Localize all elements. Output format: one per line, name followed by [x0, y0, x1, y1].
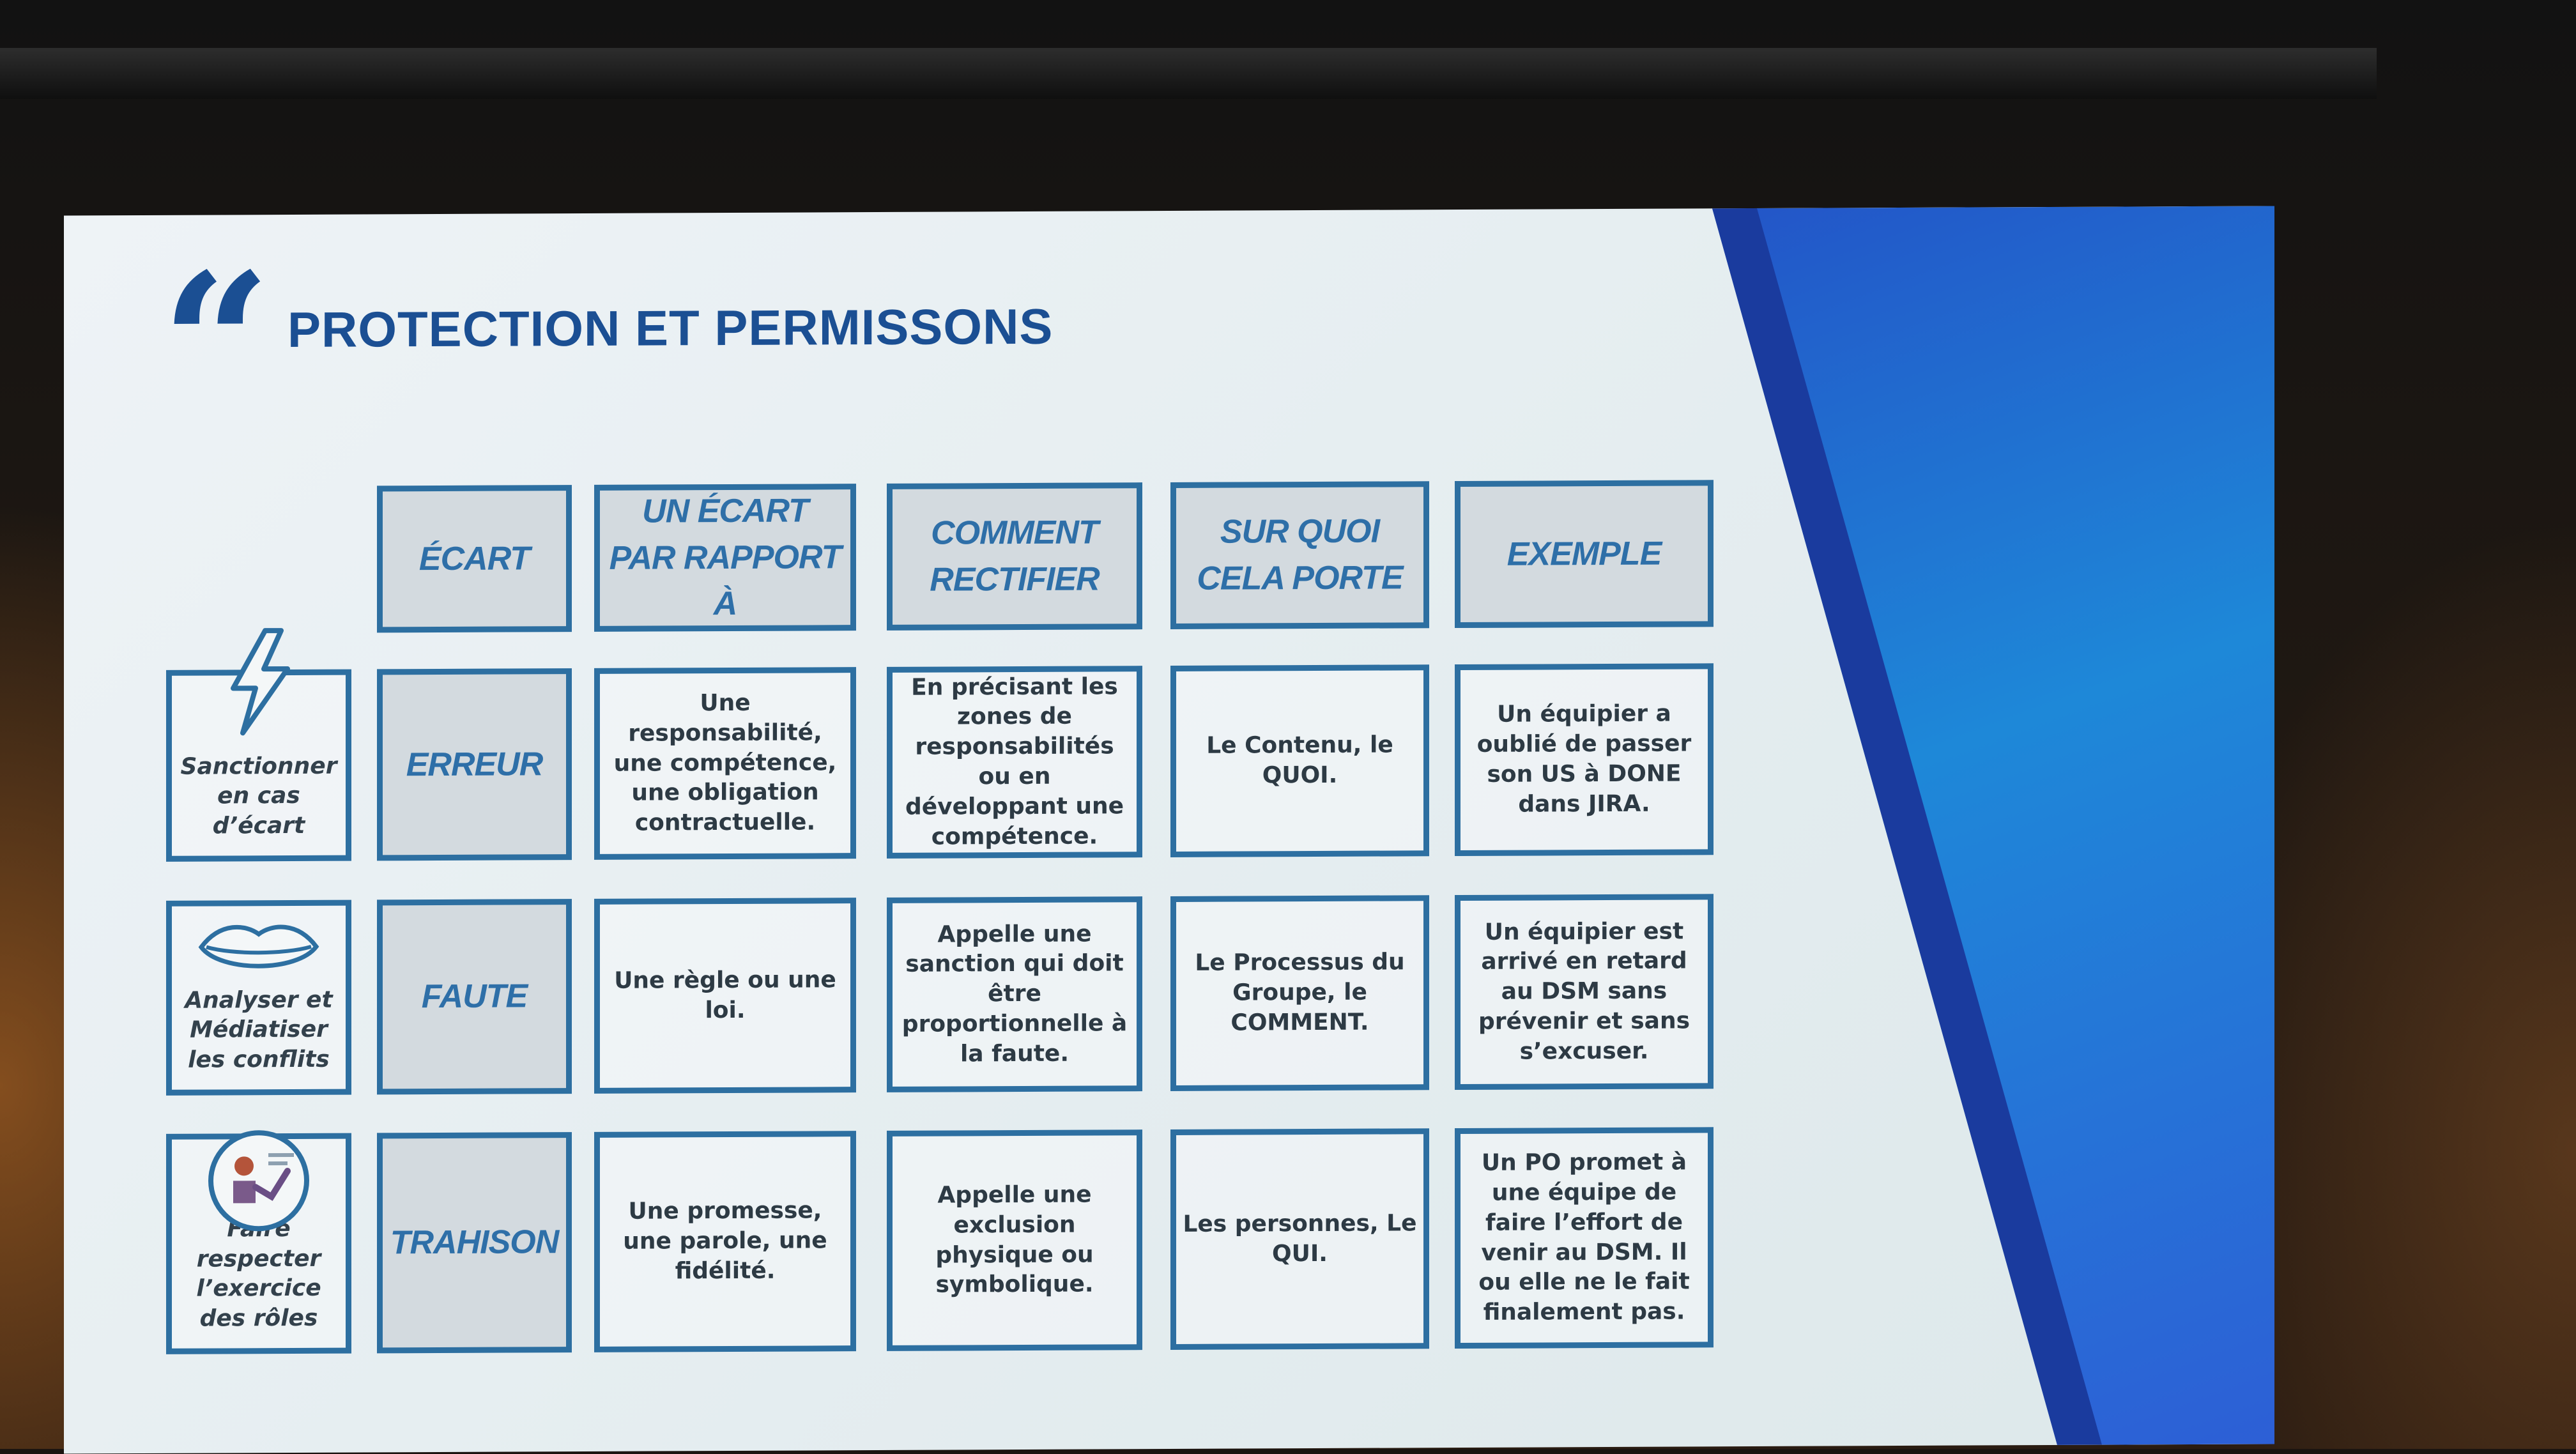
lips-icon: [198, 924, 319, 968]
person-role-icon: [208, 1130, 309, 1232]
cell-text: Un équipier a oublié de passer son US à …: [1476, 700, 1692, 818]
cell-text: Le Contenu, le QUOI.: [1206, 731, 1393, 789]
header-label: UN ÉCART PAR RAPPORT À: [609, 492, 841, 623]
cell-text: Une promesse, une parole, une fidélité.: [623, 1197, 827, 1285]
lightning-icon: [231, 628, 290, 736]
quote-mark-icon: “: [161, 231, 272, 457]
cell-text: Les personnes, Le QUI.: [1183, 1210, 1417, 1267]
keyword-text: TRAHISON: [390, 1223, 559, 1262]
cell-text: Un équipier est arrivé en retard au DSM …: [1478, 917, 1690, 1065]
cell-erreur-ecart: Une responsabilité, une compétence, une …: [594, 667, 856, 860]
header-ecart-par-rapport: UN ÉCART PAR RAPPORT À: [594, 484, 856, 632]
projector-screen-frame: [0, 48, 2377, 99]
keyword-trahison: TRAHISON: [377, 1132, 572, 1354]
row-label-sanctionner: Sanctionner en cas d’écart: [166, 628, 351, 862]
cell-faute-ecart: Une règle ou une loi.: [594, 898, 856, 1094]
keyword-faute: FAUTE: [377, 899, 572, 1095]
cell-text: Une responsabilité, une compétence, une …: [613, 689, 837, 836]
cell-faute-exemple: Un équipier est arrivé en retard au DSM …: [1455, 894, 1713, 1090]
cell-text: Un PO promet à une équipe de faire l’eff…: [1478, 1149, 1690, 1326]
header-label: SUR QUOI CELA PORTE: [1197, 512, 1403, 597]
presentation-slide: “ PROTECTION ET PERMISSONS ÉCART UN ÉCAR…: [64, 206, 2274, 1454]
header-sur-quoi: SUR QUOI CELA PORTE: [1170, 481, 1429, 629]
cell-text: Appelle une exclusion physique ou symbol…: [935, 1181, 1094, 1298]
cell-faute-rectifier: Appelle une sanction qui doit être propo…: [887, 896, 1142, 1092]
header-ecart: ÉCART: [377, 485, 572, 633]
header-label: ÉCART: [418, 539, 530, 578]
slide-title: PROTECTION ET PERMISSONS: [288, 298, 1054, 358]
cell-erreur-exemple: Un équipier a oublié de passer son US à …: [1455, 663, 1713, 857]
cell-erreur-rectifier: En précisant les zones de responsabilité…: [887, 666, 1142, 859]
cell-trahison-ecart: Une promesse, une parole, une fidélité.: [594, 1131, 856, 1352]
cell-erreur-porte: Le Contenu, le QUOI.: [1170, 664, 1429, 857]
row-label-analyser: Analyser et Médiatiser les conflits: [166, 899, 351, 1096]
cell-text: Le Processus du Groupe, le COMMENT.: [1195, 949, 1405, 1036]
cell-trahison-porte: Les personnes, Le QUI.: [1170, 1128, 1429, 1350]
header-label: EXEMPLE: [1506, 535, 1662, 573]
keyword-erreur: ERREUR: [377, 668, 572, 861]
cell-trahison-rectifier: Appelle une exclusion physique ou symbol…: [887, 1129, 1142, 1351]
header-comment-rectifier: COMMENT RECTIFIER: [887, 482, 1142, 631]
row-label-faire-respecter: Faire respecter l’exercice des rôles: [166, 1130, 351, 1354]
cell-faute-porte: Le Processus du Groupe, le COMMENT.: [1170, 895, 1429, 1091]
header-label: COMMENT RECTIFIER: [930, 514, 1100, 599]
cell-text: Appelle une sanction qui doit être propo…: [901, 921, 1128, 1068]
cell-text: En précisant les zones de responsabilité…: [905, 673, 1124, 850]
keyword-text: ERREUR: [406, 745, 543, 783]
row-label-text: Sanctionner en cas d’écart: [180, 753, 337, 839]
keyword-text: FAUTE: [421, 977, 528, 1016]
cell-text: Une règle ou une loi.: [614, 966, 836, 1023]
cell-trahison-exemple: Un PO promet à une équipe de faire l’eff…: [1455, 1127, 1713, 1349]
row-label-text: Analyser et Médiatiser les conflits: [185, 986, 333, 1073]
header-exemple: EXEMPLE: [1455, 480, 1713, 629]
